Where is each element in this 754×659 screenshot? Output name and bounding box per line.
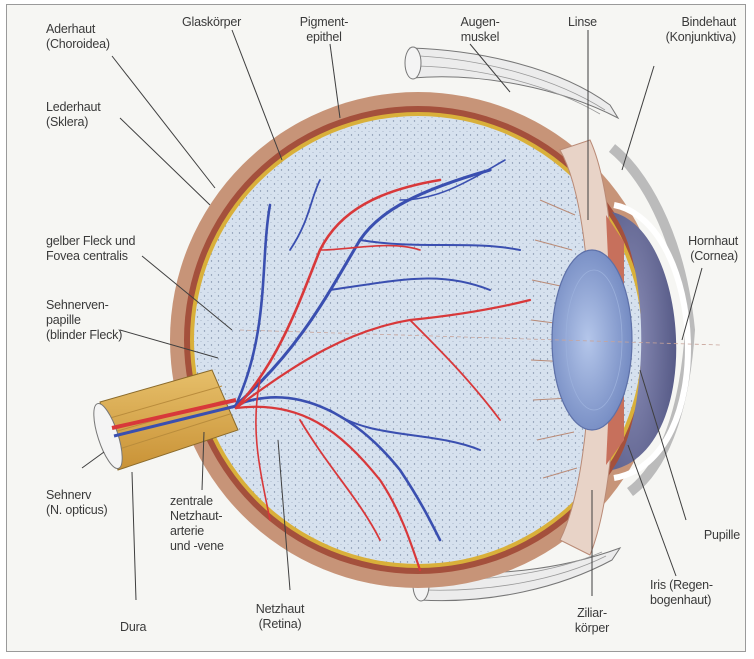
label-gelber-fleck: gelber Fleck und Fovea centralis <box>46 234 135 264</box>
label-pigmentepithel: Pigment- epithel <box>284 15 364 45</box>
label-sehnerv: Sehnerv (N. opticus) <box>46 488 108 518</box>
label-pupille: Pupille <box>690 528 740 543</box>
label-lederhaut: Lederhaut (Sklera) <box>46 100 101 130</box>
label-zentrale: zentrale Netzhaut- arterie und -vene <box>170 494 224 554</box>
label-augenmuskel: Augen- muskel <box>444 15 516 45</box>
label-dura: Dura <box>120 620 146 635</box>
label-bindehaut: Bindehaut (Konjunktiva) <box>636 15 736 45</box>
label-iris: Iris (Regen- bogenhaut) <box>650 578 713 608</box>
label-ziliarkoerper: Ziliar- körper <box>554 606 630 636</box>
label-glaskoerper: Glaskörper <box>182 15 241 30</box>
label-aderhaut: Aderhaut (Choroidea) <box>46 22 110 52</box>
label-hornhaut: Hornhaut (Cornea) <box>654 234 738 264</box>
label-sehnervenpapille: Sehnerven- papille (blinder Fleck) <box>46 298 122 343</box>
label-linse: Linse <box>568 15 597 30</box>
label-netzhaut: Netzhaut (Retina) <box>236 602 324 632</box>
